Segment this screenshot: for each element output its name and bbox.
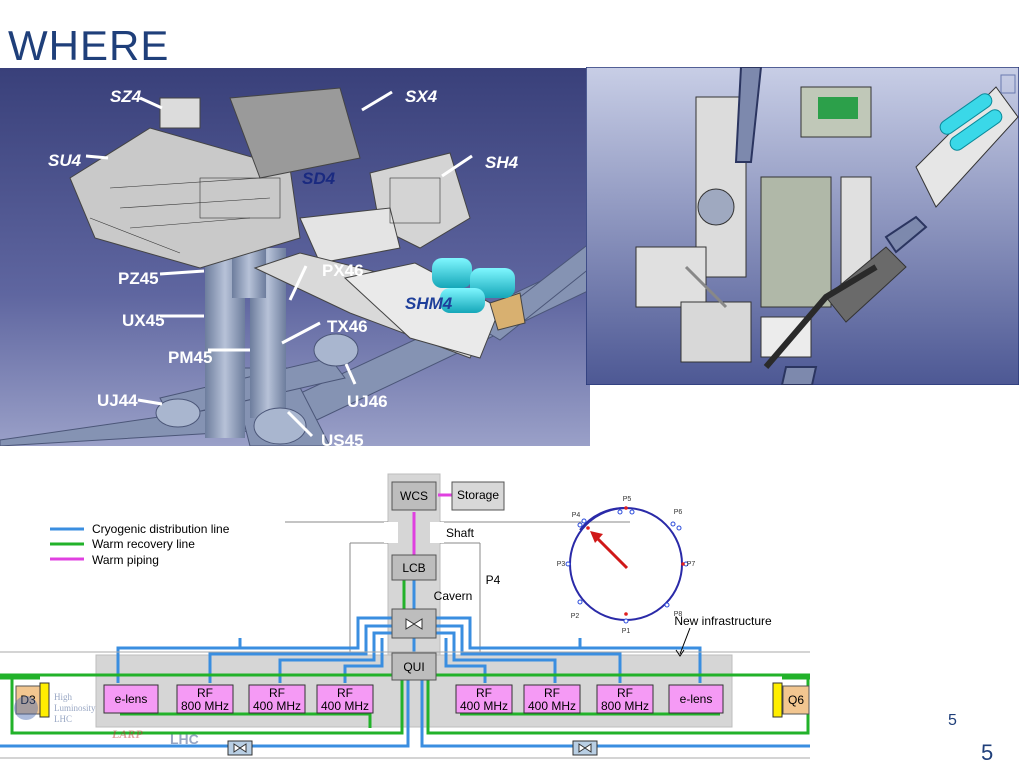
e-lens-right-box (668, 684, 724, 714)
plan-structures (635, 86, 1019, 369)
ring-p6: P6 (674, 509, 683, 516)
wcs-label: WCS (400, 489, 428, 503)
slide-number: 5 (981, 740, 994, 765)
rf-800-left-label: RF (197, 686, 213, 700)
q6-label: Q6 (788, 693, 804, 707)
rf-400-right-1-box (455, 684, 513, 714)
faint-logos: High Luminosity LHC LARP LHC (14, 692, 199, 747)
top-down-view (586, 67, 1019, 385)
valve-bottom-right-icon (578, 743, 592, 753)
label-tx46: TX46 (327, 317, 368, 336)
rf-400-right-1-label: RF (476, 686, 492, 700)
label-sd4: SD4 (302, 169, 336, 188)
lhc-ring-map: P5 P6 P7 P8 P1 P2 P3 P4 (557, 496, 696, 635)
rf-400-left-2-box (316, 684, 374, 714)
legend-warm-recovery-label: Warm recovery line (92, 537, 195, 551)
ring-p7: P7 (687, 561, 696, 568)
ring-p8: P8 (674, 611, 683, 618)
pipes (0, 493, 810, 759)
d3-connector (39, 682, 50, 718)
rf-400-left-1-box (248, 684, 306, 714)
svg-text:LHC: LHC (54, 714, 72, 724)
new-infrastructure-label: New infrastructure (674, 614, 772, 628)
rf-400-right-2-box (523, 684, 581, 714)
rf-800-right-box (596, 684, 654, 714)
ring-pointer-arrow (593, 534, 629, 570)
e-lens-left-box (103, 684, 159, 714)
label-uj46: UJ46 (347, 392, 388, 411)
cavern-3d-view: SZ4 SX4 SU4 SH4 SD4 PX46 PZ45 SHM4 UX45 … (0, 68, 590, 446)
rf-800-left-box (176, 684, 234, 714)
cavern-label: Cavern (434, 589, 473, 603)
ring-p4: P4 (572, 512, 581, 519)
qui-box (391, 652, 437, 681)
valve-box-top (391, 608, 437, 639)
svg-text:LARP: LARP (111, 727, 143, 741)
slide-number-small: 5 (948, 712, 957, 729)
rf-400-left-1-label: RF (269, 686, 285, 700)
lcb-box (391, 554, 437, 581)
rf-800-right-freq: 800 MHz (601, 699, 649, 713)
cyan-tanks (432, 258, 515, 313)
cryogenic-schematic: Cryogenic distribution line Warm recover… (0, 473, 810, 759)
valve-icon (405, 618, 423, 630)
ring-p1: P1 (622, 628, 631, 635)
label-shm4: SHM4 (405, 294, 453, 313)
svg-text:High: High (54, 692, 73, 702)
rf-400-left-1-freq: 400 MHz (253, 699, 301, 713)
valve-bottom-left-icon (233, 743, 247, 753)
rf-400-right-1-freq: 400 MHz (460, 699, 508, 713)
surface-buildings (69, 87, 526, 359)
storage-box (451, 481, 505, 511)
legend-cryo-label: Cryogenic distribution line (92, 522, 230, 536)
equipment-detail (89, 177, 441, 254)
rf-400-left-2-freq: 400 MHz (321, 699, 369, 713)
legend-warm-piping-label: Warm piping (92, 553, 159, 567)
slide-title: WHERE (8, 22, 170, 69)
label-us45: US45 (321, 431, 364, 446)
lcb-label: LCB (402, 561, 425, 575)
label-su4: SU4 (48, 151, 82, 170)
ring-p5: P5 (623, 496, 632, 503)
q6-connector (772, 682, 783, 718)
plan-tunnels (734, 67, 928, 385)
svg-text:Luminosity: Luminosity (54, 703, 96, 713)
shaft-label: Shaft (446, 526, 475, 540)
rf-400-right-2-label: RF (544, 686, 560, 700)
ring-p3: P3 (557, 561, 566, 568)
d3-label: D3 (20, 693, 36, 707)
rf-800-left-freq: 800 MHz (181, 699, 229, 713)
plan-corner-icon (1000, 74, 1016, 94)
label-ux45: UX45 (122, 311, 165, 330)
legend: Cryogenic distribution line Warm recover… (50, 522, 230, 567)
label-uj44: UJ44 (97, 391, 138, 410)
label-sz4: SZ4 (110, 87, 142, 106)
label-pz45: PZ45 (118, 269, 159, 288)
label-px46: PX46 (322, 261, 364, 280)
storage-label: Storage (457, 488, 499, 502)
e-lens-left-label: e-lens (115, 692, 148, 706)
svg-text:LHC: LHC (170, 731, 199, 747)
plan-cyan-tanks (818, 93, 1003, 151)
rf-800-right-label: RF (617, 686, 633, 700)
label-pm45: PM45 (168, 348, 212, 367)
label-sx4: SX4 (405, 87, 438, 106)
wcs-box (391, 481, 437, 511)
ring-p2: P2 (571, 613, 580, 620)
pointer-arrows (85, 90, 473, 438)
qui-label: QUI (403, 660, 424, 674)
rf-400-right-2-freq: 400 MHz (528, 699, 576, 713)
q6-box (782, 685, 810, 715)
e-lens-right-label: e-lens (680, 692, 713, 706)
ring-pointer-arrowhead (590, 531, 603, 543)
label-sh4: SH4 (485, 153, 519, 172)
rf-400-left-2-label: RF (337, 686, 353, 700)
p4-label: P4 (486, 573, 501, 587)
